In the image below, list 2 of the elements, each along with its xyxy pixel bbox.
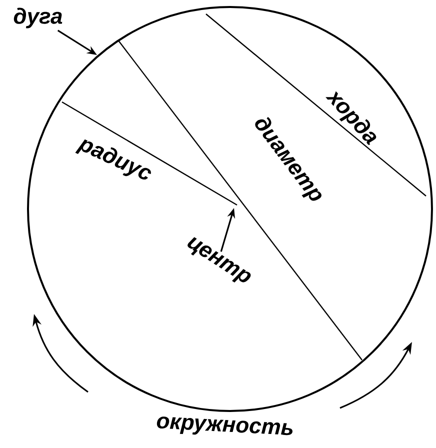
part-label: дуга xyxy=(14,8,62,28)
part-label: окружность xyxy=(156,416,292,436)
